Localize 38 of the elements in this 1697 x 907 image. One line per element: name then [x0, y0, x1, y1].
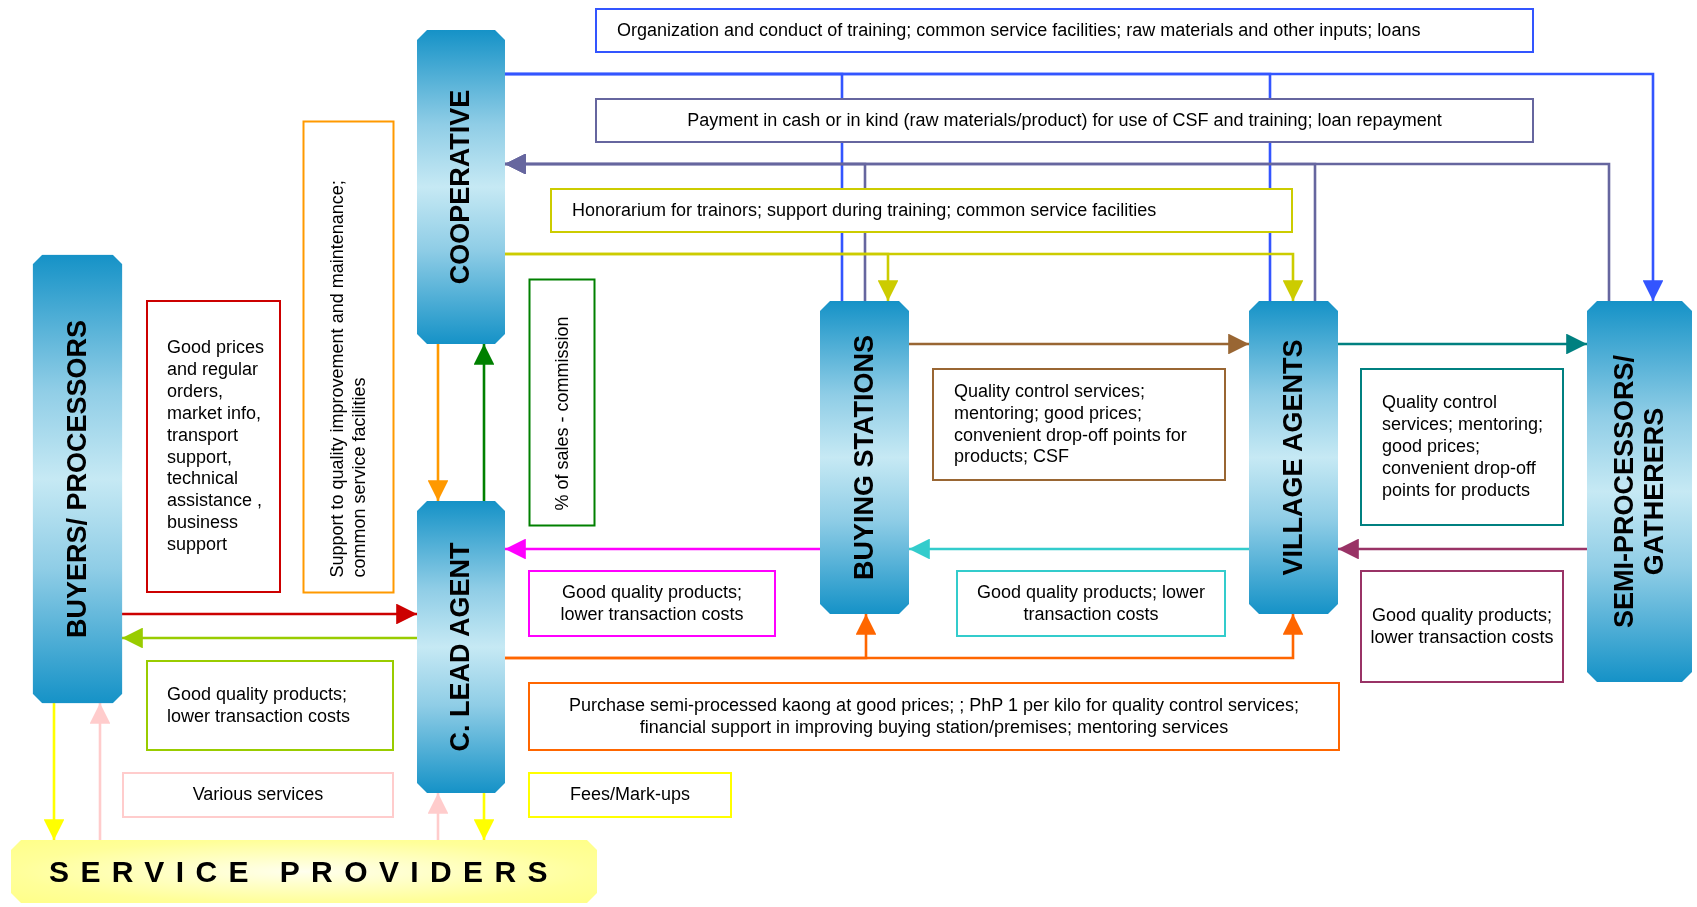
actor-band: SERVICE PROVIDERS — [11, 840, 597, 903]
flow-label: Good quality products; lower transaction costs — [956, 570, 1226, 637]
arrow — [473, 344, 495, 501]
flow-label: Good quality products; lower transaction costs — [528, 570, 776, 637]
flow-label: % of sales - commission — [528, 278, 595, 526]
arrow — [122, 627, 417, 649]
actor-bar: BUYING STATIONS — [820, 301, 909, 614]
arrow — [505, 252, 1304, 301]
arrow — [89, 703, 111, 840]
actor-bar: BUYERS/ PROCESSORS — [32, 254, 122, 703]
actor-bar: COOPERATIVE — [417, 30, 505, 344]
flow-label: Good prices and regular orders, market info, transport support, technical assistance , business support — [146, 300, 281, 593]
actor-bar: VILLAGE AGENTS — [1249, 301, 1338, 614]
note-box: Various services — [122, 772, 394, 818]
flow-label: Quality control services; mentoring; good prices; convenient drop-off points for products; CSF — [932, 368, 1226, 481]
arrow — [505, 72, 1664, 301]
flow-label: Purchase semi-processed kaong at good prices; ; PhP 1 per kilo for quality control services; financial support in improving buying station/premises; mentoring services — [528, 682, 1340, 751]
flow-label: Good quality products; lower transaction costs — [1360, 570, 1564, 683]
note-box: Honorarium for trainors; support during training; common service facilities — [550, 188, 1293, 233]
actor-bar: SEMI-PROCESSORS/ GATHERERS — [1587, 301, 1692, 682]
arrow — [1338, 538, 1587, 560]
flow-label: Good quality products; lower transaction costs — [146, 660, 394, 751]
arrow — [122, 603, 417, 625]
arrow — [1338, 333, 1587, 355]
arrow — [909, 538, 1249, 560]
flow-label: Organization and conduct of training; common service facilities; raw materials and other inputs; loans — [595, 8, 1534, 53]
arrow — [505, 614, 1304, 660]
arrow — [473, 793, 495, 840]
arrow — [43, 703, 65, 840]
arrow — [427, 793, 449, 840]
actor-bar: C. LEAD AGENT — [417, 501, 505, 793]
note-box: Payment in cash or in kind (raw materials/product) for use of CSF and training; loan repayment — [595, 98, 1534, 143]
arrow — [909, 333, 1249, 355]
arrow — [505, 538, 820, 560]
arrow — [427, 344, 449, 501]
flow-label: Quality control services; mentoring; good prices; convenient drop-off points for products — [1360, 368, 1564, 526]
arrow — [505, 153, 1611, 301]
flow-label: Fees/Mark-ups — [528, 772, 732, 818]
